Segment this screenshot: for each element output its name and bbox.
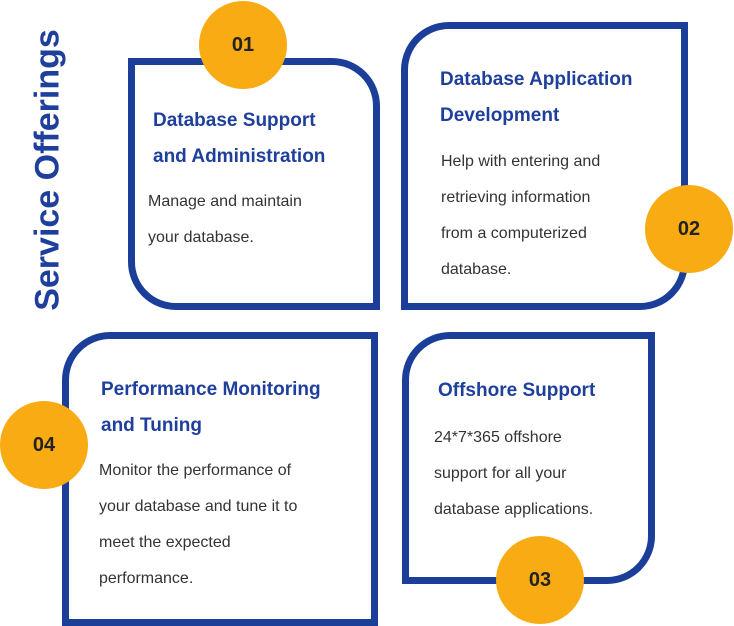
card-03-title: Offshore Support xyxy=(438,373,595,409)
card-04-description: Monitor the performance of your database… xyxy=(99,453,297,597)
card-02-desc-line: database. xyxy=(441,261,512,278)
card-03-desc-line: support for all your xyxy=(434,465,567,482)
card-04-desc-line: Monitor the performance of xyxy=(99,462,292,479)
card-01-title: Database Support and Administration xyxy=(153,103,325,175)
badge-03: 03 xyxy=(496,536,584,624)
card-02-desc-line: from a computerized xyxy=(441,225,587,242)
card-02-desc-line: retrieving information xyxy=(441,189,591,206)
card-03-desc-line: 24*7*365 offshore xyxy=(434,429,562,446)
service-offerings-title: Service Offerings xyxy=(28,29,67,311)
card-04-title-line: and Tuning xyxy=(101,415,202,436)
card-01-desc-line: your database. xyxy=(148,229,254,246)
card-03-desc-line: database applications. xyxy=(434,501,594,518)
card-02-title-line: Development xyxy=(440,105,560,126)
card-02-title: Database Application Development xyxy=(440,62,633,134)
card-03-title-line: Offshore Support xyxy=(438,380,596,401)
card-04-desc-line: performance. xyxy=(99,570,194,587)
card-01-title-line: Database Support xyxy=(153,110,316,131)
card-04-title-line: Performance Monitoring xyxy=(101,379,321,400)
card-02-desc-line: Help with entering and xyxy=(441,153,601,170)
card-04-desc-line: meet the expected xyxy=(99,534,231,551)
card-01-description: Manage and maintain your database. xyxy=(148,184,302,256)
card-01-desc-line: Manage and maintain xyxy=(148,193,302,210)
card-database-app-development xyxy=(401,22,688,310)
card-02-description: Help with entering and retrieving inform… xyxy=(441,144,600,288)
card-03-description: 24*7*365 offshore support for all your d… xyxy=(434,420,593,528)
card-02-title-line: Database Application xyxy=(440,69,633,90)
badge-04: 04 xyxy=(0,401,88,489)
badge-02: 02 xyxy=(645,185,733,273)
card-01-title-line: and Administration xyxy=(153,146,326,167)
card-04-title: Performance Monitoring and Tuning xyxy=(101,372,321,444)
card-04-desc-line: your database and tune it to xyxy=(99,498,298,515)
badge-01: 01 xyxy=(199,1,287,89)
